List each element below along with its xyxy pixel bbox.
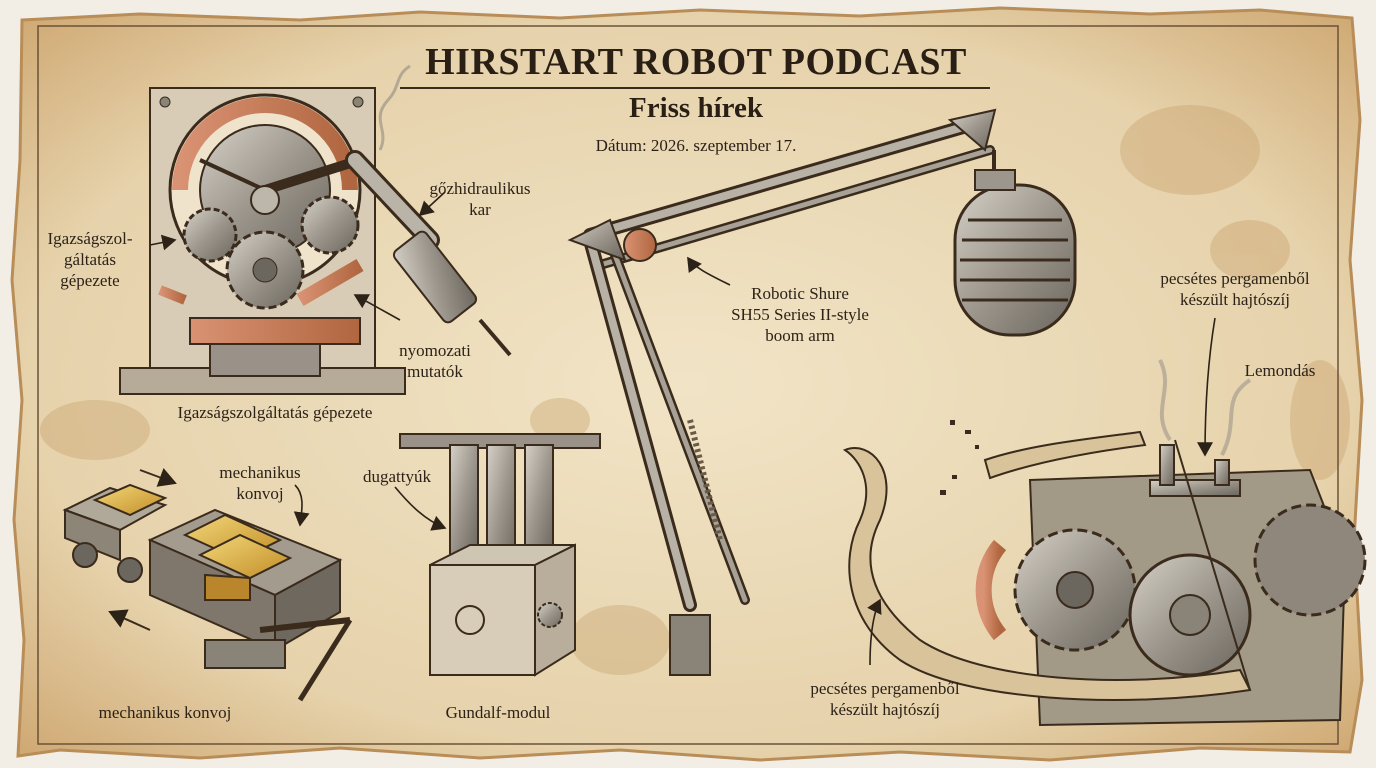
label-pistons: dugattyúk — [363, 467, 431, 486]
label-steam-hydraulic-arm: gőzhidraulikus kar — [429, 179, 531, 219]
label-leader-arrows — [149, 191, 1216, 666]
parchment-belt-machine-drawing — [842, 359, 1367, 727]
label-justice-mechanism-caption: Igazságszolgáltatás gépezete — [177, 403, 373, 422]
frame-border — [37, 25, 1339, 745]
boom-arm-drawing — [567, 108, 997, 676]
justice-mechanism-drawing — [119, 87, 406, 395]
page-title: HIRSTART ROBOT PODCAST — [425, 41, 967, 83]
gundalf-module-drawing — [399, 433, 601, 677]
label-justice-mechanism-side: Igazságszol- gáltatás gépezete — [47, 229, 133, 290]
mechanical-convoy-drawing — [62, 468, 353, 702]
label-parchment-belt-bottom: pecsétes pergamenből készült hajtószíj — [810, 679, 960, 719]
paper-stains — [40, 105, 1350, 675]
date-line: Dátum: 2026. szeptember 17. — [595, 136, 797, 155]
label-investigative-pointers: nyomozati mutatók — [399, 341, 471, 381]
label-resignation: Lemondás — [1244, 361, 1316, 380]
label-gundalf-module: Gundalf-modul — [445, 703, 551, 722]
label-mechanical-convoy-caption: mechanikus konvoj — [98, 703, 232, 722]
label-boom-arm: Robotic Shure SH55 Series II-style boom … — [731, 284, 869, 345]
label-parchment-belt-top: pecsétes pergamenből készült hajtószíj — [1160, 269, 1310, 309]
page-subtitle: Friss hírek — [629, 92, 763, 124]
microphone-drawing — [953, 169, 1077, 337]
steam-hydraulic-arm-drawing — [345, 64, 512, 357]
label-mechanical-convoy-top: mechanikus konvoj — [219, 463, 301, 503]
